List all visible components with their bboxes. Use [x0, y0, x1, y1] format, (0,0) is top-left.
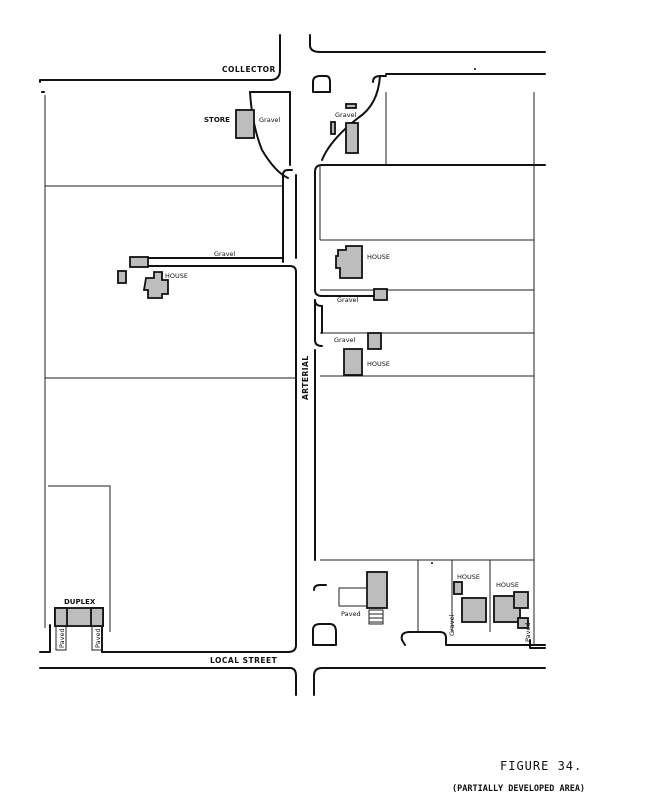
se-house-2-label: HOUSE: [496, 581, 519, 589]
se-steps: [368, 609, 384, 625]
east-gravel-3-label: Gravel: [334, 336, 356, 344]
road-edges: [39, 34, 546, 696]
duplex-label: DUPLEX: [64, 598, 96, 606]
store-gravel-curve: [249, 91, 289, 179]
se-gravel-label: Gravel: [448, 614, 456, 636]
east-garage-2: [373, 288, 388, 301]
store-label: STORE: [204, 116, 230, 124]
duplex-paved-left: [55, 625, 67, 651]
se-paved-label: Paved: [341, 610, 361, 618]
se-main-building: [366, 571, 388, 609]
se-house-2-garage: [513, 591, 529, 609]
duplex-paved-right-label: Paved: [94, 628, 102, 648]
duplex-paved-left-label: Paved: [58, 628, 66, 648]
east-house-1: [335, 245, 363, 279]
ne-shed-2: [330, 121, 336, 135]
duplex-unit-r: [90, 607, 104, 627]
ne-outbuilding: [345, 122, 359, 154]
lot-lines: [44, 92, 535, 645]
east-garage-3: [367, 332, 382, 350]
west-gravel-label: Gravel: [214, 250, 236, 258]
west-shed: [117, 270, 127, 284]
figure-subtitle: (PARTIALLY DEVELOPED AREA): [452, 784, 586, 794]
store-gravel-label: Gravel: [259, 116, 281, 124]
east-house-3-label: HOUSE: [367, 360, 390, 368]
duplex-unit-l: [54, 607, 68, 627]
se-house-2-shed: [517, 617, 529, 629]
store-building: [235, 109, 255, 139]
ne-gravel-label: Gravel: [335, 111, 357, 119]
se-paved-2-label: Paved: [524, 622, 532, 642]
collector-label: COLLECTOR: [222, 65, 276, 74]
se-house-1-label: HOUSE: [457, 573, 480, 581]
ne-shed-1: [345, 103, 357, 109]
se-house-1: [461, 597, 487, 623]
east-gravel-2-label: Gravel: [337, 296, 359, 304]
figure-title: FIGURE 34.: [500, 759, 583, 773]
west-house-label: HOUSE: [165, 272, 188, 280]
arterial-label: ARTERIAL: [301, 355, 310, 400]
se-paved-box: [338, 587, 368, 607]
west-garage: [129, 256, 149, 268]
east-house-3: [343, 348, 363, 376]
se-house-1-garage: [453, 581, 463, 595]
west-gravel-drive: [147, 257, 297, 273]
west-house: [142, 271, 169, 299]
east-house-1-label: HOUSE: [367, 253, 390, 261]
ne-gravel-curve: [321, 75, 381, 161]
local-street-label: LOCAL STREET: [210, 656, 278, 665]
duplex-paved-right: [91, 625, 103, 651]
